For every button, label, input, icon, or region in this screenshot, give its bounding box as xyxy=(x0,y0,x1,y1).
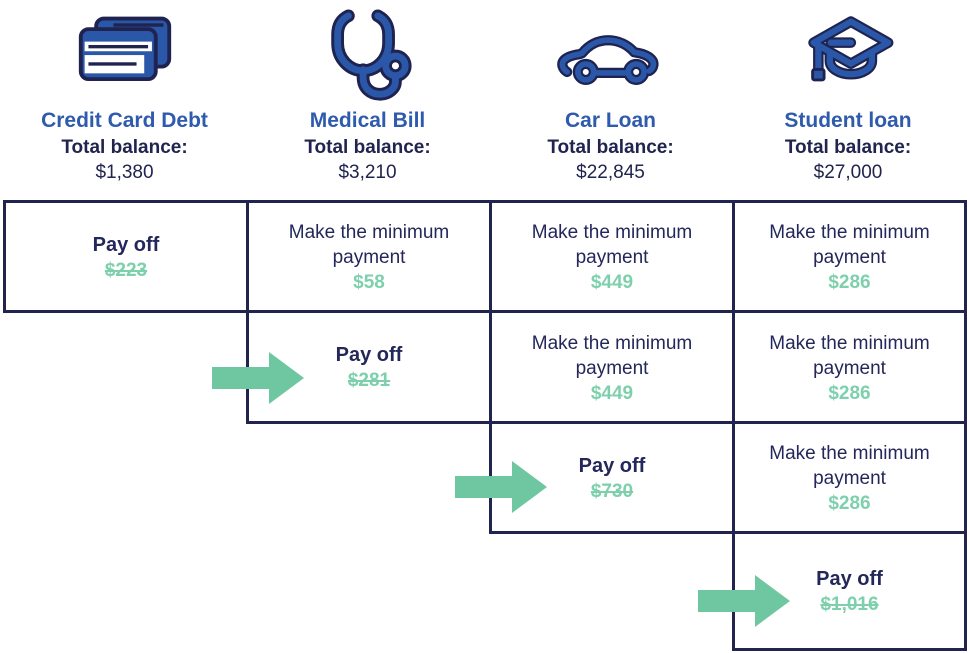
payment-action: Make the minimum payment xyxy=(769,443,930,489)
payment-amount: $286 xyxy=(828,382,871,404)
column-title: Credit Card Debt xyxy=(41,109,208,132)
next-step-arrow-student xyxy=(698,575,790,627)
cell-row2-medical-payoff: Pay off $281 xyxy=(246,310,492,424)
cell-row3-student-minimum: Make the minimum payment $286 xyxy=(732,421,967,534)
payment-action: Make the minimum payment xyxy=(288,222,450,268)
cell-row2-car-minimum: Make the minimum payment $449 xyxy=(489,310,735,424)
cell-row1-medical-minimum: Make the minimum payment $58 xyxy=(246,200,492,313)
payment-action: Pay off xyxy=(335,344,403,366)
column-title: Car Loan xyxy=(564,109,656,132)
balance-label: Total balance: xyxy=(547,137,674,158)
payment-amount: $286 xyxy=(828,493,871,514)
payment-action: Pay off xyxy=(92,233,160,256)
credit-card-icon xyxy=(3,6,246,108)
payment-action: Make the minimum payment xyxy=(769,222,930,268)
balance-value: $22,845 xyxy=(576,162,645,183)
balance-label: Total balance: xyxy=(304,137,431,158)
balance-value: $3,210 xyxy=(338,162,397,183)
column-header-medical: Medical Bill Total balance: $3,210 xyxy=(246,6,489,185)
payment-amount: $286 xyxy=(828,272,871,293)
graduation-cap-icon xyxy=(732,6,964,108)
stethoscope-icon xyxy=(246,6,489,108)
cell-row2-student-minimum: Make the minimum payment $286 xyxy=(732,310,967,424)
car-icon xyxy=(489,6,732,108)
payment-amount: $223 xyxy=(104,259,148,281)
cell-row1-car-minimum: Make the minimum payment $449 xyxy=(489,200,735,313)
balance-label: Total balance: xyxy=(784,137,912,158)
next-step-arrow-medical xyxy=(212,352,304,404)
balance-value: $1,380 xyxy=(95,162,154,183)
cell-row1-student-minimum: Make the minimum payment $286 xyxy=(732,200,967,313)
payment-action: Make the minimum payment xyxy=(531,222,693,268)
payment-amount: $58 xyxy=(353,272,385,293)
cell-row1-credit-card-payoff: Pay off $223 xyxy=(3,200,249,313)
payment-action: Pay off xyxy=(816,568,883,590)
column-header-student: Student loan Total balance: $27,000 xyxy=(732,6,964,185)
payment-amount: $730 xyxy=(590,480,634,502)
balance-value: $27,000 xyxy=(813,162,883,183)
column-header-car: Car Loan Total balance: $22,845 xyxy=(489,6,732,185)
payment-amount: $449 xyxy=(590,382,634,404)
column-header-credit-card: Credit Card Debt Total balance: $1,380 xyxy=(3,6,246,185)
column-title: Medical Bill xyxy=(309,109,426,132)
payment-action: Make the minimum payment xyxy=(769,332,930,379)
balance-label: Total balance: xyxy=(61,137,188,158)
payment-amount: $1,016 xyxy=(820,594,879,615)
column-title: Student loan xyxy=(784,109,912,132)
next-step-arrow-car xyxy=(455,461,547,513)
payment-action: Make the minimum payment xyxy=(531,332,693,379)
payment-amount: $281 xyxy=(347,370,391,391)
payment-amount: $449 xyxy=(590,272,634,293)
payment-action: Pay off xyxy=(578,454,646,477)
